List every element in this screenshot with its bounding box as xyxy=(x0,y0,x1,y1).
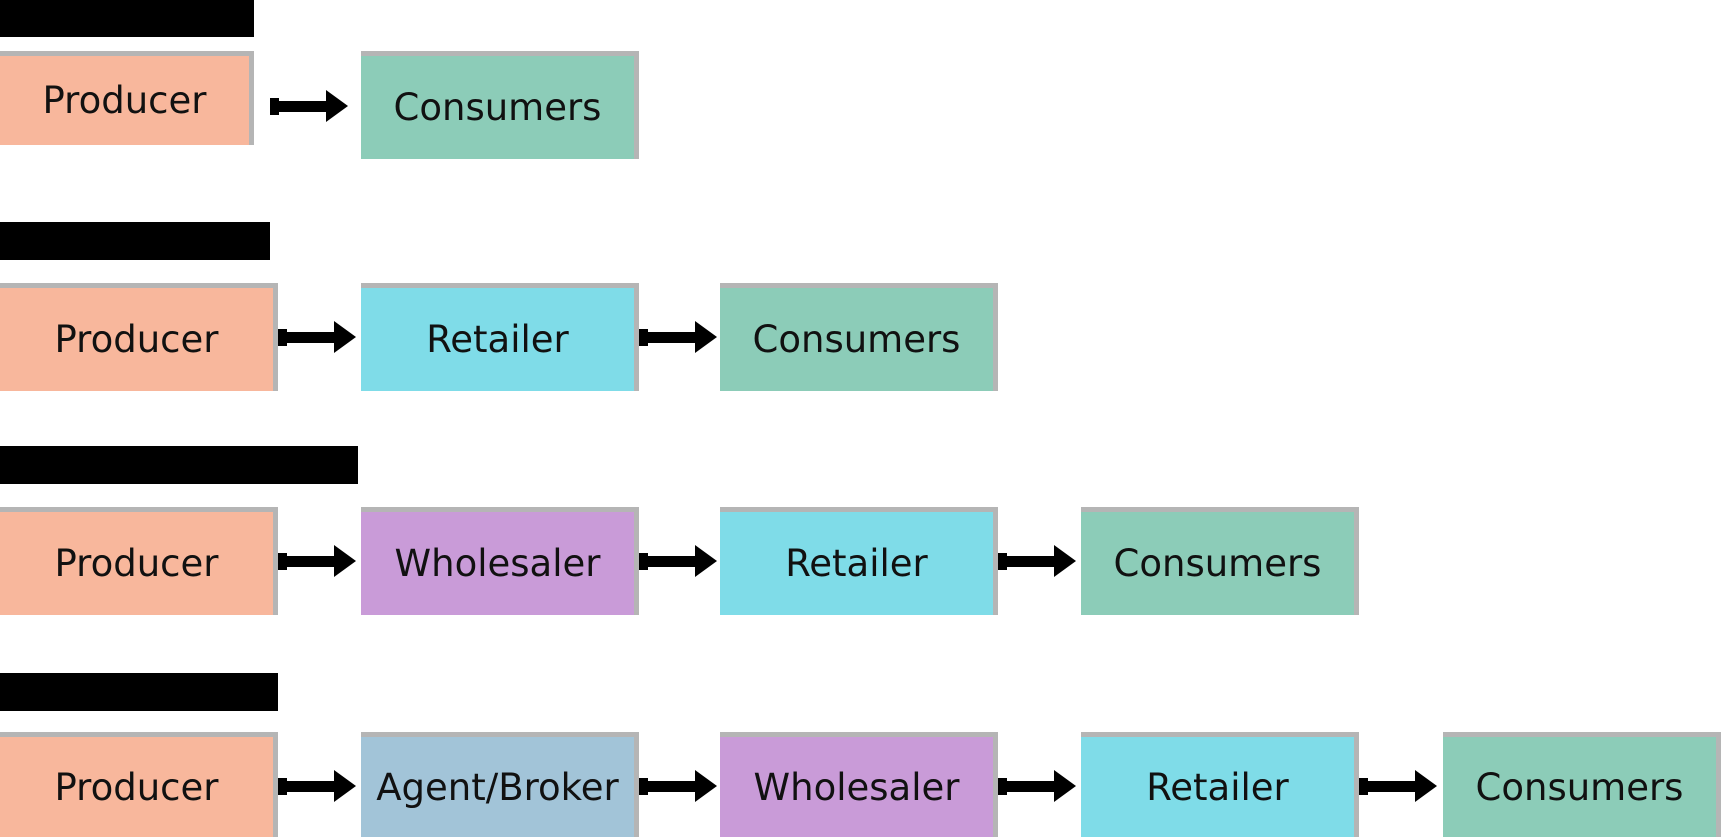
node-producer-short-channel[interactable]: Producer xyxy=(0,283,278,391)
node-label: Producer xyxy=(54,542,219,585)
node-label: Producer xyxy=(54,318,219,361)
node-label: Producer xyxy=(42,79,207,122)
arrow-shaft-icon xyxy=(639,332,697,343)
node-label: Consumers xyxy=(1475,765,1684,809)
arrow-shaft-icon xyxy=(278,781,336,792)
arrow-shaft-icon xyxy=(278,556,336,567)
node-consumers-direct-channel[interactable]: Consumers xyxy=(361,51,639,159)
arrow-head-icon xyxy=(334,545,356,577)
node-producer-intermediate-channel[interactable]: Producer xyxy=(0,507,278,615)
arrow-head-icon xyxy=(1054,545,1076,577)
node-label: Consumers xyxy=(1113,542,1322,585)
channel-title-intermediate-channel xyxy=(0,446,358,484)
arrow-head-icon xyxy=(334,770,356,802)
node-label: Wholesaler xyxy=(394,542,601,585)
node-label: Retailer xyxy=(426,318,569,361)
arrow-shaft-icon xyxy=(998,781,1056,792)
channel-title-direct-channel xyxy=(0,0,254,37)
node-producer-long-channel[interactable]: Producer xyxy=(0,732,278,837)
arrow-shaft-icon xyxy=(639,781,697,792)
arrow-shaft-icon xyxy=(639,556,697,567)
node-label: Consumers xyxy=(752,318,961,361)
node-producer-direct-channel[interactable]: Producer xyxy=(0,51,254,145)
arrow-head-icon xyxy=(695,545,717,577)
node-label: Producer xyxy=(54,765,219,809)
node-label: Retailer xyxy=(1146,765,1289,809)
node-label: Retailer xyxy=(785,542,928,585)
node-agent-broker-long-channel[interactable]: Agent/Broker xyxy=(361,732,639,837)
channel-title-short-channel xyxy=(0,222,270,260)
node-retailer-long-channel[interactable]: Retailer xyxy=(1081,732,1359,837)
channel-title-long-channel xyxy=(0,673,278,711)
node-retailer-intermediate-channel[interactable]: Retailer xyxy=(720,507,998,615)
arrow-head-icon xyxy=(334,321,356,353)
node-label: Consumers xyxy=(393,86,602,129)
node-consumers-intermediate-channel[interactable]: Consumers xyxy=(1081,507,1359,615)
node-label: Agent/Broker xyxy=(376,765,619,809)
node-wholesaler-long-channel[interactable]: Wholesaler xyxy=(720,732,998,837)
arrow-shaft-icon xyxy=(998,556,1056,567)
arrow-head-icon xyxy=(695,321,717,353)
arrow-shaft-icon xyxy=(270,101,328,112)
node-consumers-short-channel[interactable]: Consumers xyxy=(720,283,998,391)
node-wholesaler-intermediate-channel[interactable]: Wholesaler xyxy=(361,507,639,615)
arrow-head-icon xyxy=(326,90,348,122)
arrow-shaft-icon xyxy=(1359,781,1417,792)
arrow-shaft-icon xyxy=(278,332,336,343)
arrow-head-icon xyxy=(695,770,717,802)
arrow-head-icon xyxy=(1415,770,1437,802)
node-consumers-long-channel[interactable]: Consumers xyxy=(1443,732,1721,837)
arrow-head-icon xyxy=(1054,770,1076,802)
node-label: Wholesaler xyxy=(753,765,960,809)
node-retailer-short-channel[interactable]: Retailer xyxy=(361,283,639,391)
